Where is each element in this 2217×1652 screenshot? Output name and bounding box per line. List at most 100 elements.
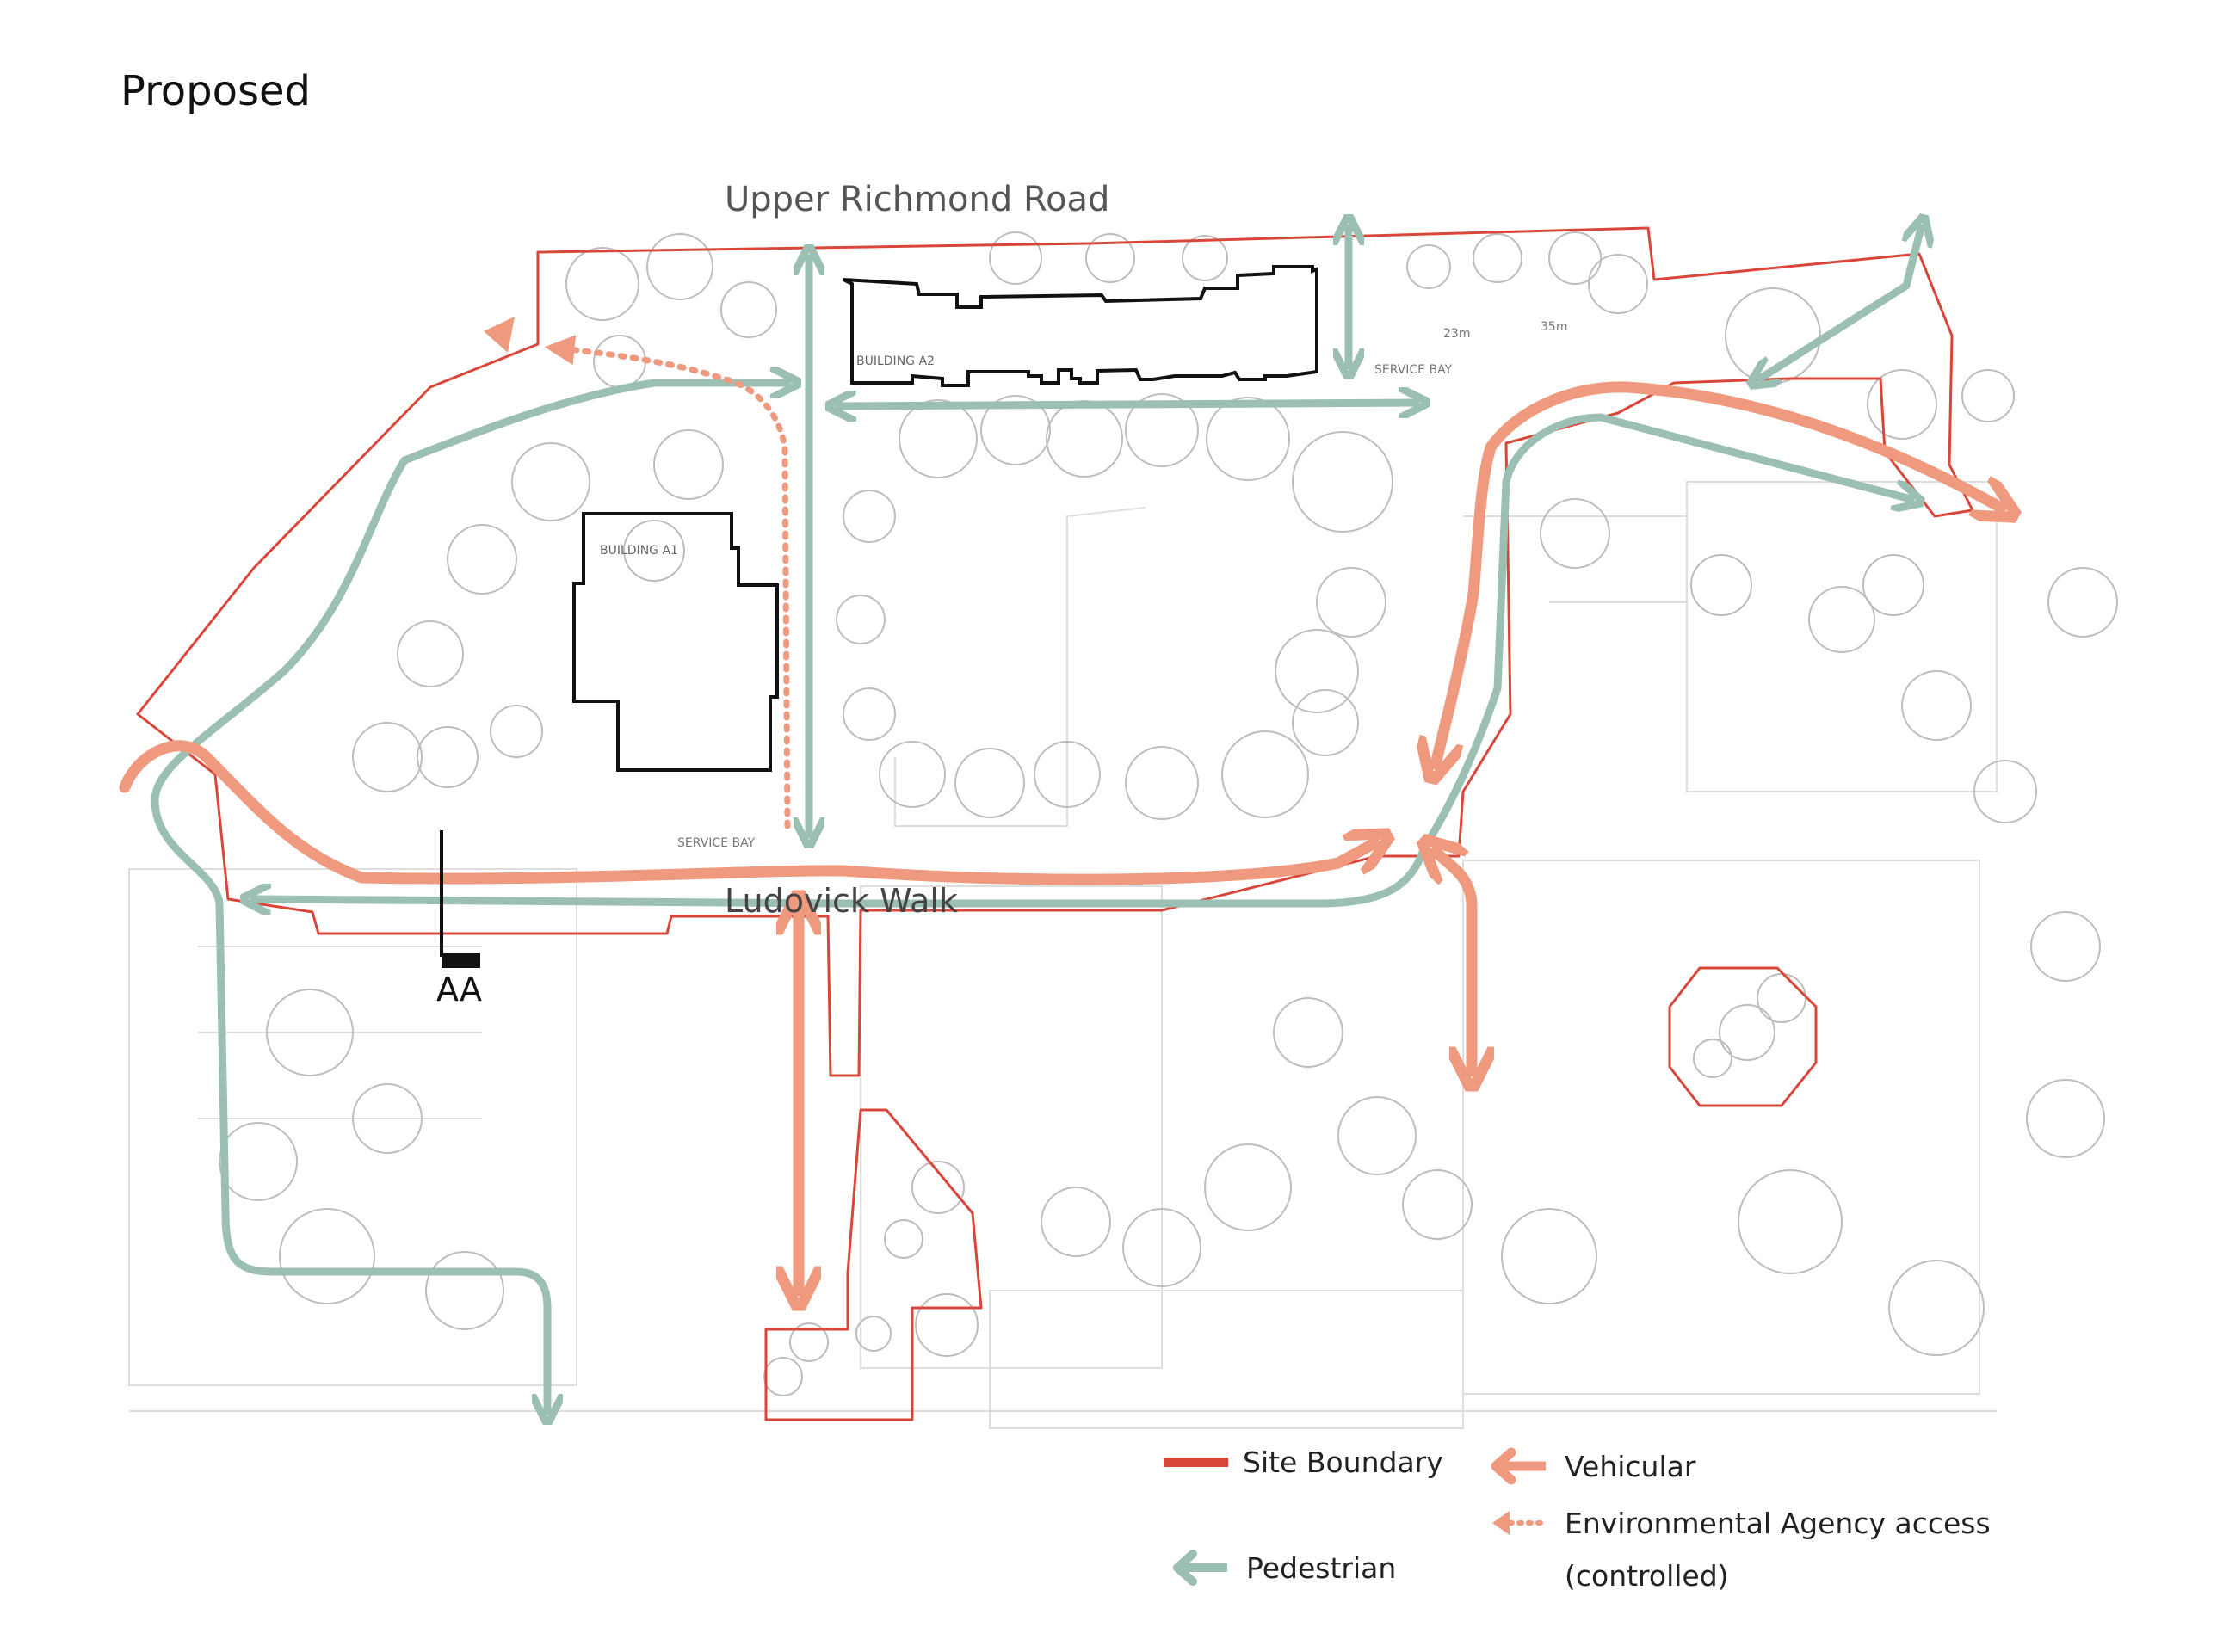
vehicular-route-east-loop [1436,381,2001,764]
dimension-label: 23m [1443,327,1470,341]
tree-canopy [279,1208,375,1304]
tree-canopy [1402,1169,1473,1240]
legend-pedestrian: Pedestrian [1170,1549,1396,1587]
pedestrian-routes [151,228,1921,1411]
tree-canopy [1757,973,1806,1023]
tree-canopy [836,595,886,644]
tree-canopy [593,335,646,388]
tree-canopy [1041,1187,1111,1257]
tree-canopy [2030,911,2101,982]
legend-environmental-access: Environmental Agency access [1489,1504,1991,1542]
tree-canopy [1275,629,1359,713]
tree-canopy [447,524,517,595]
tree-canopy [1221,730,1309,818]
tree-canopy [1808,586,1875,653]
tree-canopy [1588,254,1648,314]
section-marker [440,830,480,968]
environmental-access-route [544,335,791,829]
arrow-left-icon [1173,1550,1227,1586]
tree-canopy [1292,431,1393,533]
tree-canopy [1273,997,1343,1068]
tree-canopy [843,490,896,543]
legend-label-continued: (controlled) [1565,1559,1729,1593]
tree-canopy [1540,498,1610,569]
tree-canopy [899,399,978,478]
line-swatch-icon [1164,1458,1228,1467]
tree-canopy [352,1083,423,1154]
tree-canopy [954,748,1025,818]
tree-canopy [417,726,479,788]
service-bay-label: SERVICE BAY [677,836,756,850]
legend-label: Environmental Agency access [1565,1506,1991,1540]
section-marker-label: AA [436,971,482,1008]
environmental-access-arrowhead [484,317,515,353]
tree-canopy [1204,1143,1292,1231]
tree-canopy [1182,235,1228,281]
tree-canopy [1690,554,1752,616]
tree-canopy [1122,1208,1201,1287]
tree-canopy [511,442,590,521]
tree-canopy [646,233,713,300]
tree-canopy [352,722,423,792]
pedestrian-route-ludovick-walk [254,413,1911,903]
tree-canopy [219,1122,298,1201]
tree-canopy [1501,1208,1597,1304]
tree-canopy [1125,746,1199,820]
legend-label: Site Boundary [1243,1446,1443,1479]
tree-canopy [1046,400,1123,478]
pedestrian-route-west-loop [151,383,787,1411]
tree-canopy [1316,567,1386,638]
dimension-label: 35m [1541,320,1567,334]
tree-canopy [1693,1039,1732,1078]
tree-canopy [1719,1004,1775,1061]
tree-canopy [1206,397,1290,481]
legend-site-boundary: Site Boundary [1164,1446,1443,1479]
tree-canopy [1961,369,2015,422]
tree-canopy [653,429,724,500]
pedestrian-arrow-east-west [839,403,1416,406]
vehicular-route-main [119,740,1374,885]
tree-canopy [2026,1079,2105,1158]
tree-canopy [884,1219,923,1259]
road-label-upper-richmond: Upper Richmond Road [725,180,1109,219]
tree-canopy [915,1293,979,1357]
tree-canopy [879,741,946,808]
tree-canopy [843,687,896,741]
service-bay-label: SERVICE BAY [1374,363,1453,377]
pedestrian-arrow-northeast [1760,228,1921,379]
tree-canopy [1901,670,1972,741]
tree-canopy [989,231,1042,285]
dotted-arrow-left-icon [1492,1511,1545,1535]
tree-canopy [855,1316,892,1352]
legend-label: Vehicular [1565,1449,1696,1483]
tree-canopy [397,620,464,687]
vehicular-routes [119,381,2001,1291]
tree-canopy [720,281,777,338]
tree-canopy [1738,1169,1843,1274]
tree-canopy [490,705,543,758]
building-a2-footprint [843,265,1318,387]
tree-canopy [763,1357,803,1396]
walk-label-ludovick: Ludovick Walk [725,882,958,920]
tree-canopy [1473,233,1522,283]
legend-vehicular: Vehicular [1489,1447,1695,1485]
tree-canopy [266,989,354,1076]
building-a1-label: BUILDING A1 [600,544,678,558]
building-a2-label: BUILDING A2 [856,354,935,368]
legend-label: Pedestrian [1246,1550,1397,1585]
tree-canopy [1292,689,1359,756]
tree-canopy [1867,369,1937,440]
tree-canopy [1406,244,1451,289]
tree-canopy [1337,1096,1417,1175]
basemap [128,481,1998,1429]
tree-canopy [425,1251,504,1330]
vehicular-arrow-southeast [1436,852,1472,1071]
arrow-left-icon [1491,1447,1546,1485]
tree-canopy [1085,233,1135,283]
tree-canopy [911,1161,965,1214]
tree-canopy [1548,231,1602,285]
tree-canopy [565,247,639,321]
page-title: Proposed [120,67,311,115]
